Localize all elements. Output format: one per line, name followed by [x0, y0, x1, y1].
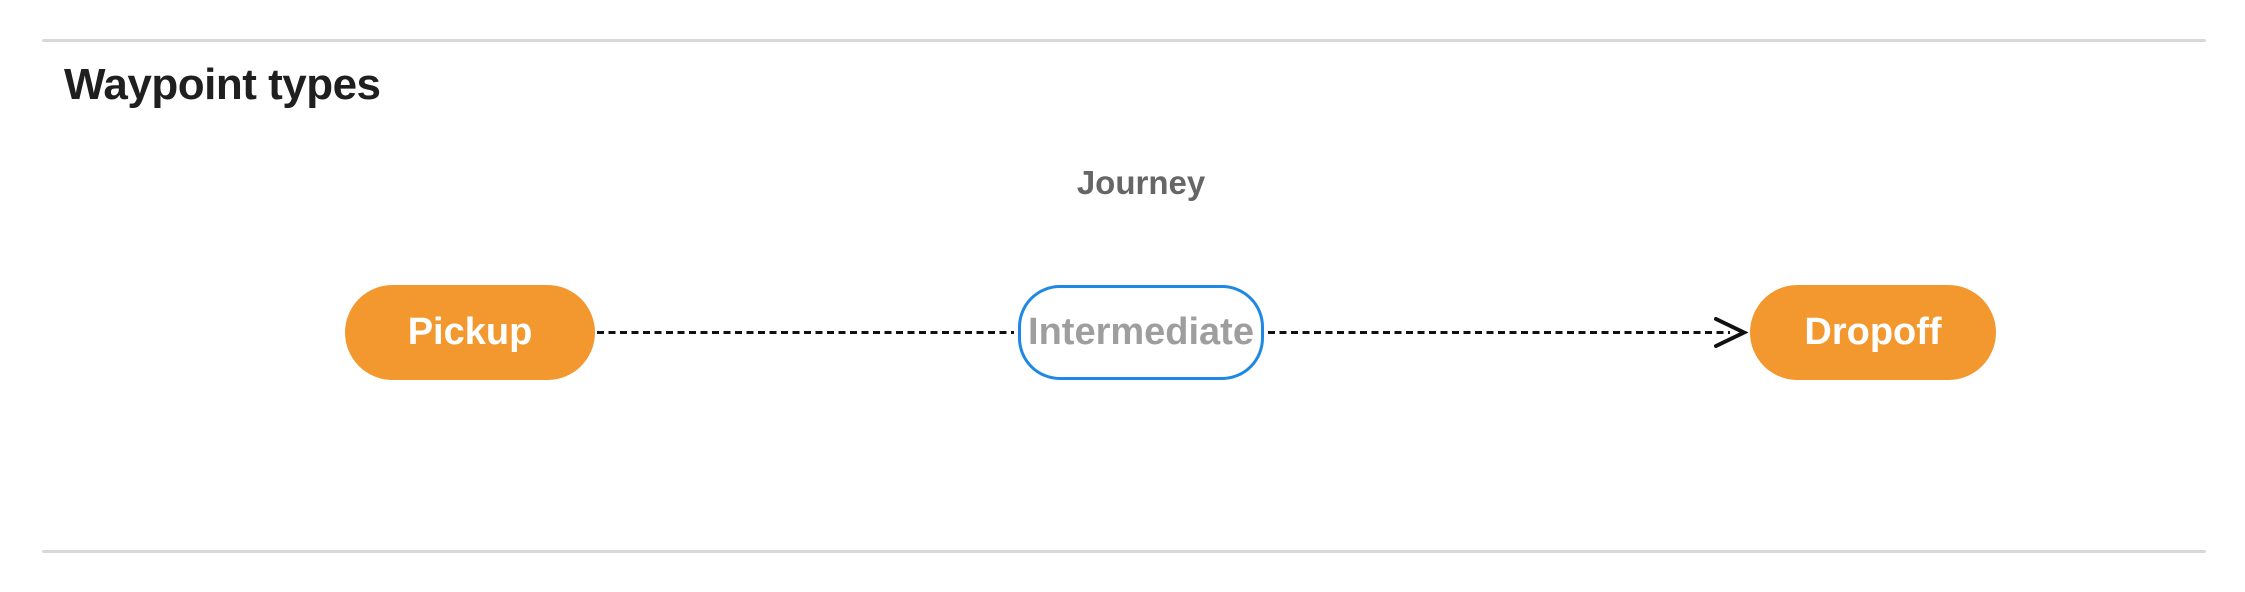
top-divider: [42, 39, 2206, 42]
bottom-divider: [42, 550, 2206, 553]
arrowhead-icon: [1714, 317, 1749, 348]
journey-diagram-title: Journey: [1076, 164, 1206, 201]
node-intermediate: Intermediate: [1018, 285, 1264, 380]
section-title: Waypoint types: [64, 60, 381, 109]
node-pickup: Pickup: [345, 285, 595, 380]
node-dropoff: Dropoff: [1750, 285, 1996, 380]
